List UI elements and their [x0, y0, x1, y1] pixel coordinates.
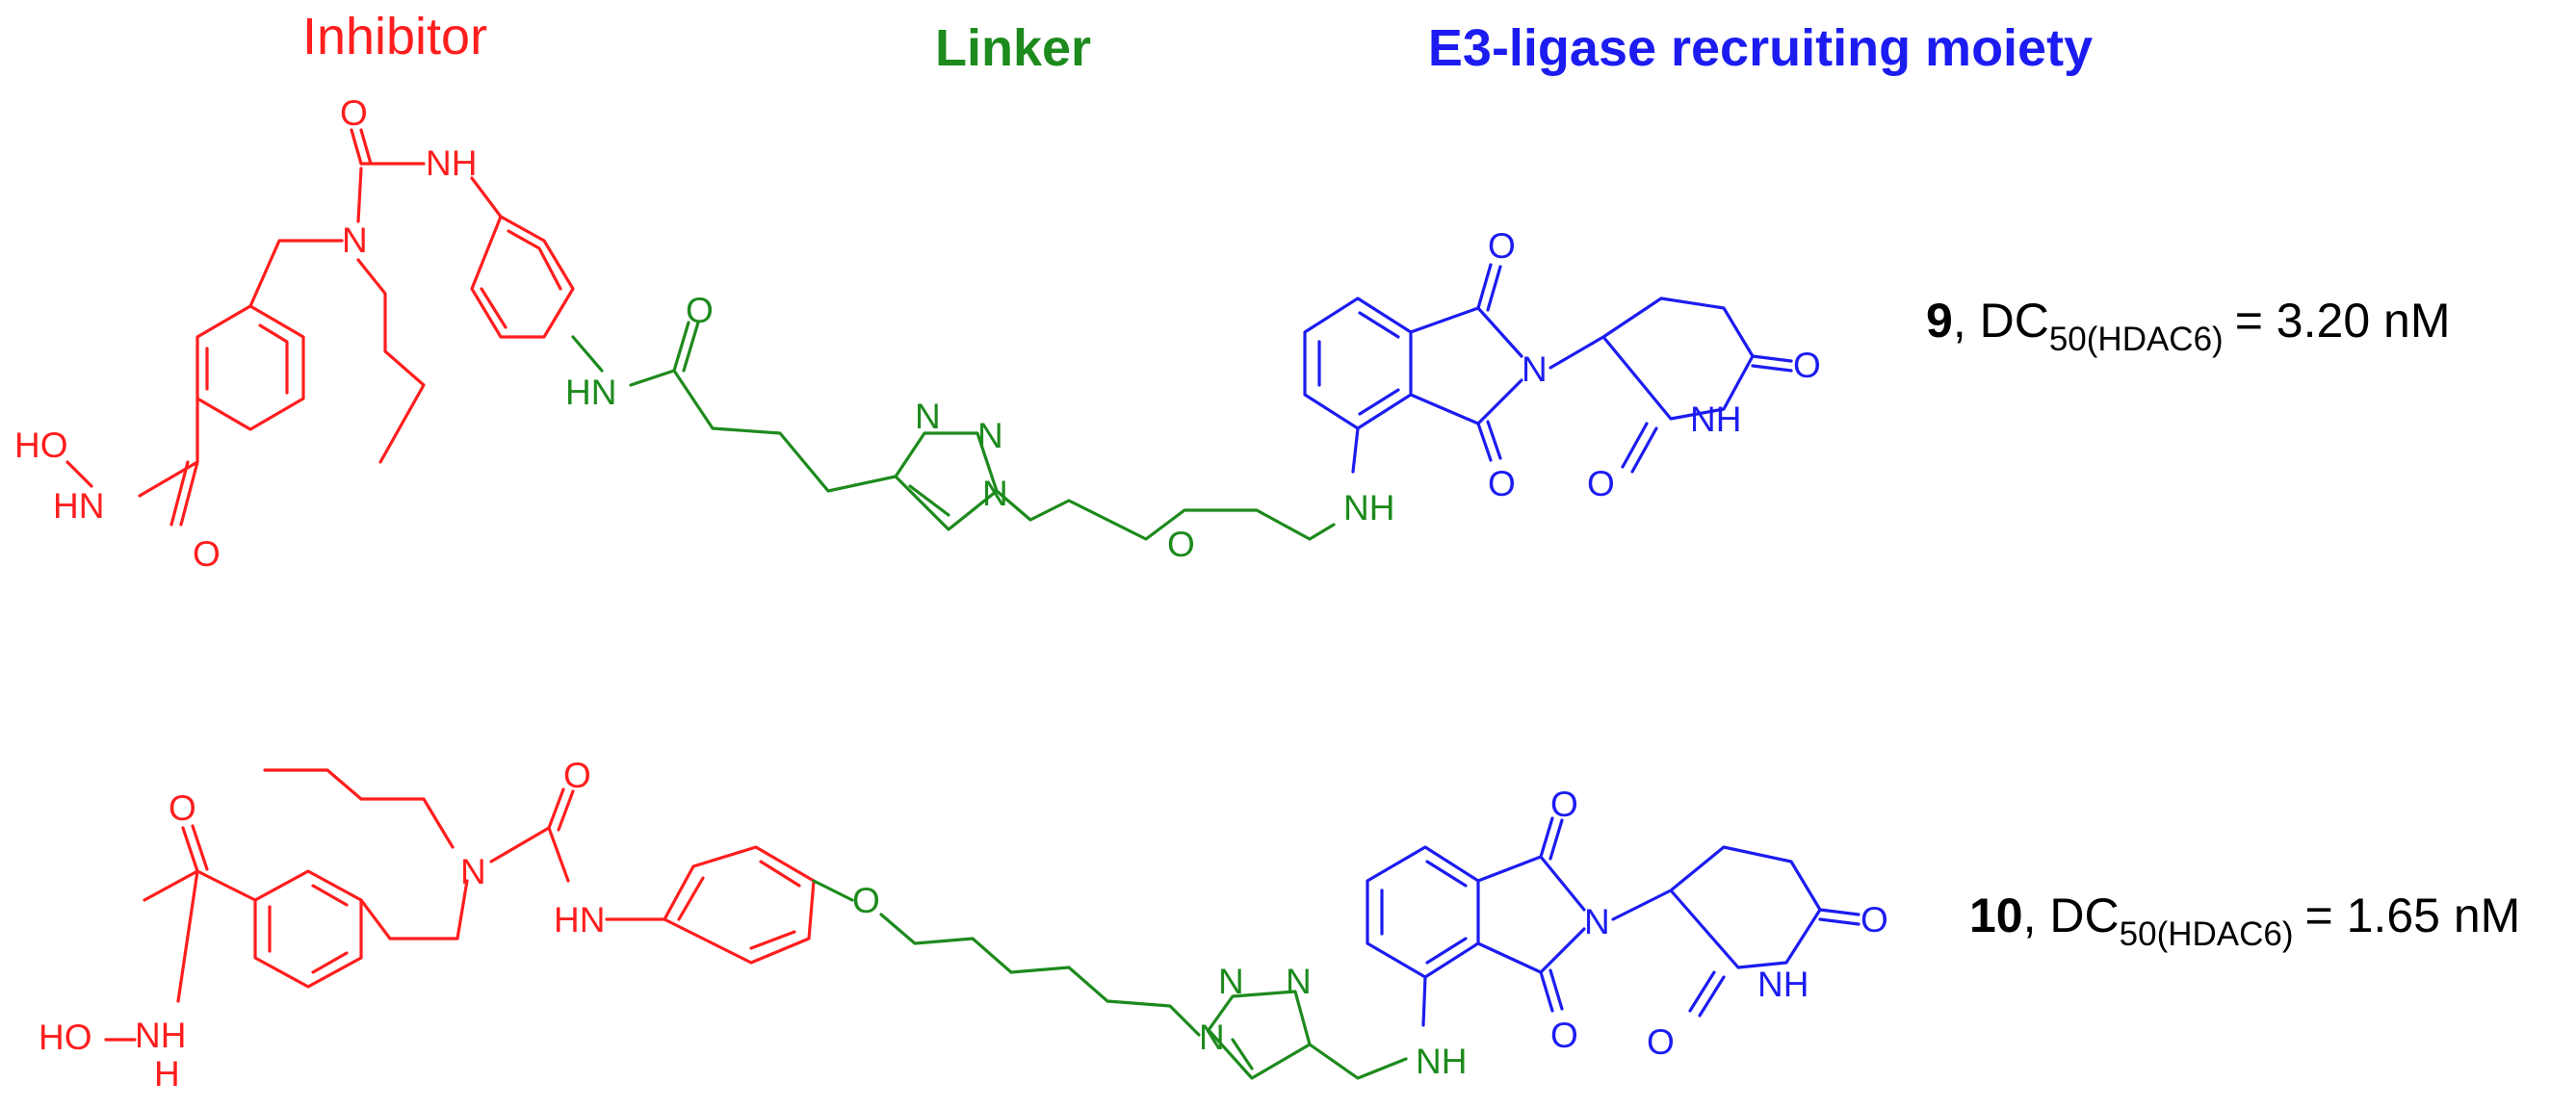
- compound-9-number: 9: [1926, 294, 1953, 348]
- compound-10-dc-value: = 1.65 nM: [2305, 889, 2521, 942]
- atom-nh-aniline-9: NH: [1343, 488, 1394, 528]
- atom-o-imide-bottom-9: O: [1488, 464, 1516, 503]
- atom-ho-10: HO: [39, 1018, 92, 1057]
- atom-n-imide-9: N: [1522, 349, 1548, 389]
- atom-o-carbonyl-10: O: [169, 788, 196, 828]
- atom-o-imide-top-9: O: [1488, 226, 1516, 266]
- compound-10-e3-ligand: [1366, 816, 1860, 1027]
- atom-o-amide-9: O: [686, 291, 714, 330]
- atom-n-triazole-b-10: N: [1218, 962, 1244, 1001]
- compound-9-inhibitor: [65, 128, 575, 527]
- atom-nh-hydroxamate-10: NH: [135, 1016, 186, 1055]
- atom-nh-urea-9: NH: [426, 143, 477, 183]
- atom-h-hydroxamate-10: H: [154, 1054, 180, 1094]
- atom-n-triazole-c-9: N: [982, 474, 1008, 513]
- atom-n-urea-10: N: [460, 852, 486, 891]
- compound-9-linker: [571, 321, 1336, 541]
- atom-nh-aniline-10: NH: [1416, 1042, 1467, 1081]
- atom-o-urea-9: O: [340, 93, 368, 133]
- atom-o-glutarimide-right-9: O: [1793, 346, 1821, 385]
- compound-9-structure: O NH N HO HN O HN O N N N O NH: [14, 93, 1821, 574]
- atom-o-imide-top-10: O: [1550, 785, 1578, 824]
- atom-nh-glutarimide-10: NH: [1757, 965, 1808, 1004]
- atom-o-glutarimide-right-10: O: [1860, 900, 1888, 940]
- compound-10-dc-label: DC: [2049, 889, 2119, 942]
- atom-n-triazole-a-10: N: [1199, 1018, 1225, 1057]
- atom-n-triazole-b-9: N: [977, 416, 1003, 455]
- atom-o-ether-10: O: [852, 881, 880, 920]
- compound-10-linker: [812, 879, 1408, 1080]
- atom-n-triazole-a-9: N: [915, 397, 941, 436]
- atom-n-urea-9: N: [342, 220, 368, 260]
- atom-n-imide-10: N: [1584, 902, 1610, 941]
- compound-9-dc-subscript: 50(HDAC6): [2049, 321, 2224, 358]
- compound-10-inhibitor: [104, 768, 816, 1042]
- atom-o-urea-10: O: [563, 756, 591, 795]
- compound-10-number: 10: [1969, 889, 2023, 942]
- atom-ho-9: HO: [14, 425, 68, 465]
- header-inhibitor: Inhibitor: [302, 8, 487, 65]
- header-e3-ligase: E3-ligase recruiting moiety: [1428, 19, 2093, 77]
- compound-10-dc-subscript: 50(HDAC6): [2120, 915, 2294, 953]
- atom-hn-urea-10: HN: [554, 900, 605, 940]
- atom-o-carbonyl-9: O: [193, 534, 221, 574]
- atom-nh-glutarimide-9: NH: [1690, 399, 1741, 439]
- atom-hn-hydroxamate-9: HN: [53, 486, 104, 526]
- compound-10-structure: N O HN O HO NH H O N N N NH: [39, 756, 1888, 1094]
- atom-o-glutarimide-bottom-9: O: [1587, 464, 1615, 503]
- compound-9-dc-value: = 3.20 nM: [2235, 294, 2451, 348]
- compound-10-caption: 10, DC50(HDAC6)= 1.65 nM: [1969, 889, 2520, 953]
- compound-9-e3-ligand: [1303, 263, 1793, 474]
- atom-o-ether-9: O: [1167, 525, 1195, 564]
- compound-9-dc-label: DC: [1980, 294, 2049, 348]
- atom-o-glutarimide-bottom-10: O: [1647, 1022, 1675, 1062]
- atom-hn-amide-9: HN: [565, 373, 616, 412]
- atom-n-triazole-c-10: N: [1286, 962, 1312, 1001]
- atom-o-imide-bottom-10: O: [1550, 1016, 1578, 1055]
- header-linker: Linker: [935, 19, 1091, 77]
- compound-9-caption: 9, DC50(HDAC6)= 3.20 nM: [1926, 294, 2450, 358]
